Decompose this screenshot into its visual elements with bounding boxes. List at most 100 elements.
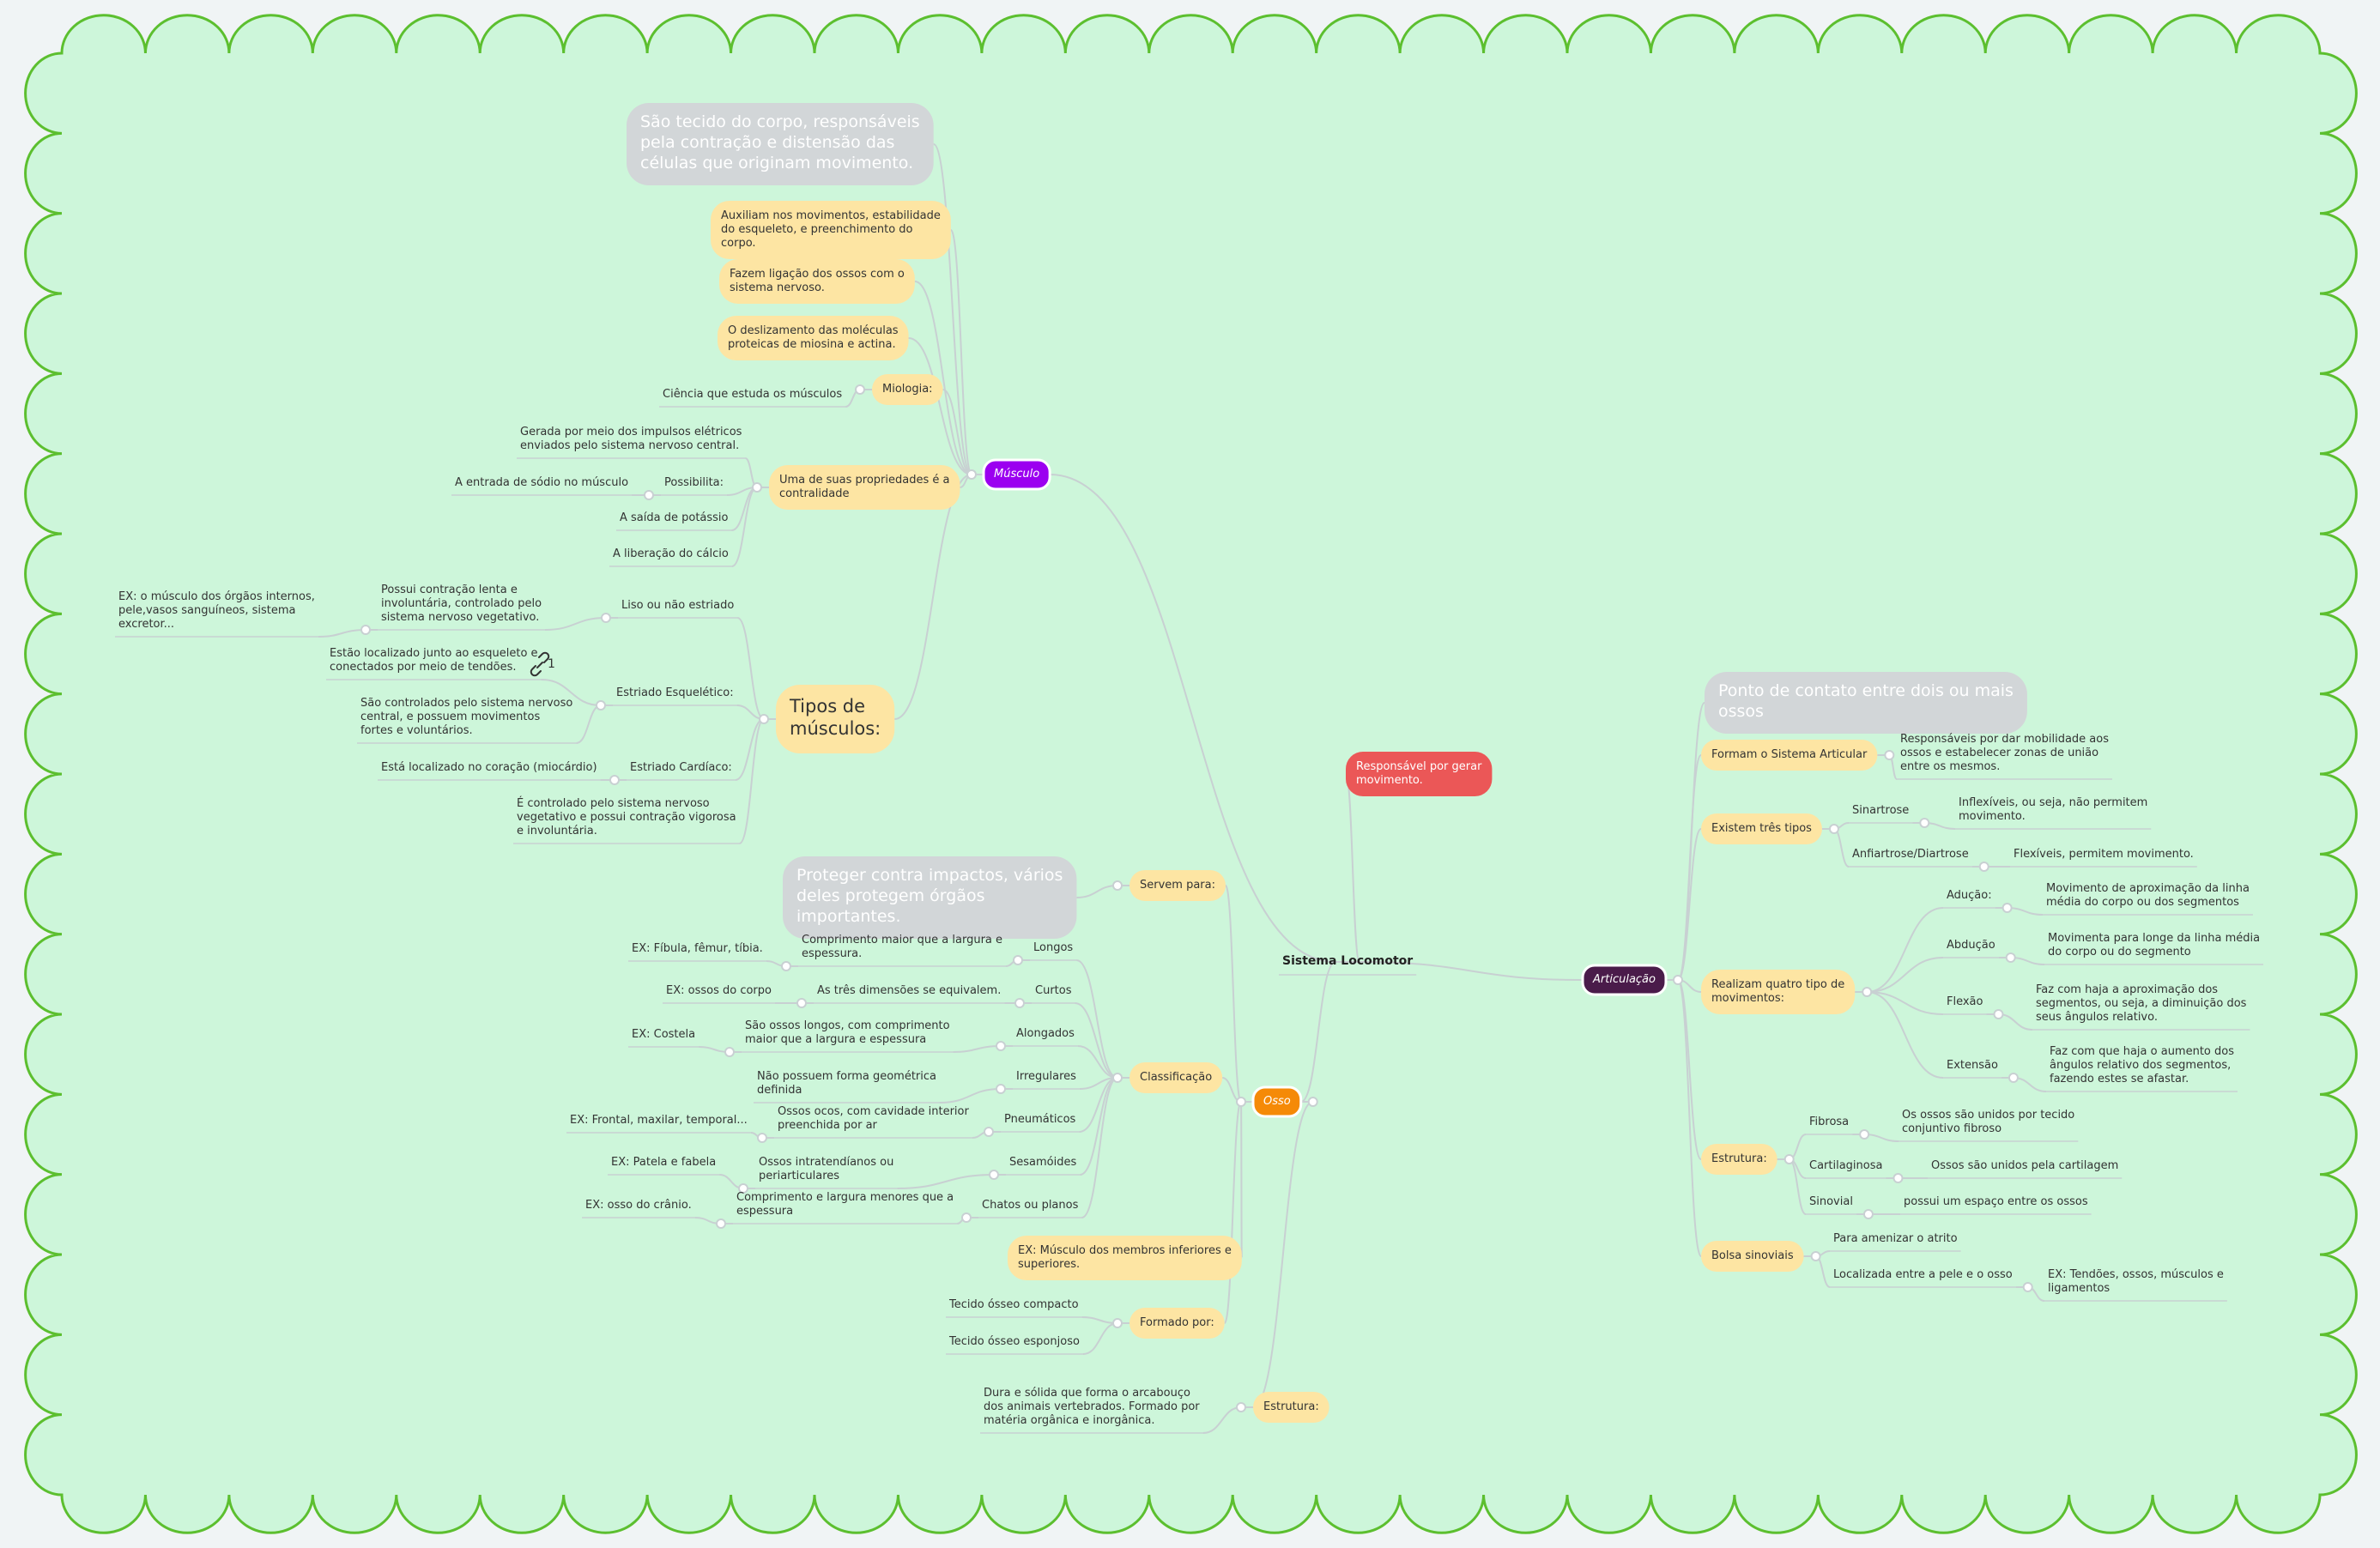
topic-osso[interactable]: Osso [1251,1085,1303,1118]
topic-m-sodio[interactable]: A entrada de sódio no músculo [451,476,633,496]
topic-o-along[interactable]: Alongados [1013,1027,1078,1047]
collapse-toggle[interactable] [1978,862,1989,872]
topic-o-serv[interactable]: Servem para: [1129,870,1226,901]
collapse-toggle[interactable] [1672,975,1683,985]
collapse-toggle[interactable] [644,490,654,500]
collapse-toggle[interactable] [996,1084,1006,1094]
collapse-toggle[interactable] [2005,952,2016,963]
collapse-toggle[interactable] [855,384,865,395]
collapse-toggle[interactable] [1013,955,1023,965]
collapse-toggle[interactable] [1810,1251,1821,1261]
collapse-toggle[interactable] [1892,1173,1904,1183]
topic-o-along-ex[interactable]: EX: Costela [628,1028,699,1048]
collapse-toggle[interactable] [2002,903,2013,913]
collapse-toggle[interactable] [1919,818,1930,828]
collapse-toggle[interactable] [360,625,371,635]
topic-o-curtos-ex[interactable]: EX: ossos do corpo [663,984,775,1004]
collapse-toggle[interactable] [1828,824,1839,834]
topic-o-comp[interactable]: Tecido ósseo compacto [946,1298,1082,1318]
topic-m-mio[interactable]: Miologia: [872,374,943,405]
collapse-toggle[interactable] [961,1212,972,1223]
collapse-toggle[interactable] [1862,987,1873,997]
link-badge[interactable]: 1 [530,651,555,677]
topic-a-tipos[interactable]: Existem três tipos [1701,813,1822,844]
topic-o-ses[interactable]: Sesamóides [1006,1156,1081,1176]
collapse-toggle[interactable] [1884,750,1895,760]
topic-a-bolsa-1[interactable]: Para amenizar o atrito [1830,1232,1961,1252]
topic-m-card-1[interactable]: Está localizado no coração (miocárdio) [378,761,601,781]
topic-m-liso-ex[interactable]: EX: o músculo dos órgãos internos,pele,v… [115,590,318,638]
collapse-toggle[interactable] [996,1041,1006,1051]
collapse-toggle[interactable] [2008,1073,2019,1083]
collapse-toggle[interactable] [716,1218,726,1229]
collapse-toggle[interactable] [796,998,807,1008]
topic-a-bolsa-2[interactable]: Localizada entre a pele e o osso [1830,1268,2016,1288]
topic-m-card[interactable]: Estriado Cardíaco: [627,761,736,781]
topic-musculo[interactable]: Músculo [982,458,1051,491]
topic-a-sino[interactable]: Sinovial [1806,1195,1856,1215]
collapse-toggle[interactable] [984,1127,994,1137]
topic-a-flex[interactable]: Flexão [1943,995,1987,1015]
collapse-toggle[interactable] [781,961,791,971]
topic-o-estr[interactable]: Estrutura: [1253,1392,1329,1423]
collapse-toggle[interactable] [1112,1073,1123,1083]
topic-a-bolsa[interactable]: Bolsa sinoviais [1701,1241,1804,1272]
topic-m-poss[interactable]: Possibilita: [661,476,728,496]
topic-o-longos[interactable]: Longos [1030,941,1077,961]
collapse-toggle[interactable] [1859,1129,1870,1140]
collapse-toggle[interactable] [1014,998,1025,1008]
topic-a-form[interactable]: Formam o Sistema Articular [1701,740,1878,771]
topic-a-anfi[interactable]: Anfiartrose/Diartrose [1849,848,1972,868]
topic-o-irreg[interactable]: Irregulares [1013,1070,1080,1090]
collapse-toggle[interactable] [1307,1097,1318,1107]
topic-a-estr[interactable]: Estrutura: [1701,1144,1777,1175]
topic-a-ext[interactable]: Extensão [1943,1059,2002,1079]
topic-a-sinar[interactable]: Sinartrose [1849,804,1913,824]
topic-o-form[interactable]: Formado por: [1129,1308,1225,1339]
collapse-toggle[interactable] [596,700,606,711]
topic-o-chatos-ex[interactable]: EX: osso do crânio. [582,1199,695,1218]
topic-a-cart[interactable]: Cartilaginosa [1806,1159,1886,1179]
topic-o-pneu[interactable]: Pneumáticos [1001,1113,1080,1133]
collapse-toggle[interactable] [989,1170,999,1180]
topic-o-class[interactable]: Classificação [1129,1062,1223,1093]
collapse-toggle[interactable] [1112,1318,1123,1328]
topic-a-adu[interactable]: Adução: [1943,889,1995,909]
topic-root[interactable]: Sistema Locomotor [1279,954,1417,976]
collapse-toggle[interactable] [1862,1209,1874,1219]
topic-m-calc[interactable]: A liberação do cálcio [609,547,732,567]
collapse-toggle[interactable] [1112,880,1123,891]
topic-artic[interactable]: Articulação [1581,964,1668,996]
topic-a-cart-d[interactable]: Ossos são unidos pela cartilagem [1928,1159,2123,1179]
topic-o-pneu-ex[interactable]: EX: Frontal, maxilar, temporal... [566,1114,751,1134]
collapse-toggle[interactable] [1993,1009,2004,1019]
collapse-toggle[interactable] [1236,1402,1246,1412]
topic-a-fib[interactable]: Fibrosa [1806,1116,1853,1135]
topic-m-pot[interactable]: A saída de potássio [616,511,732,531]
topic-a-anfi-d[interactable]: Flexíveis, permitem movimento. [2010,848,2197,868]
